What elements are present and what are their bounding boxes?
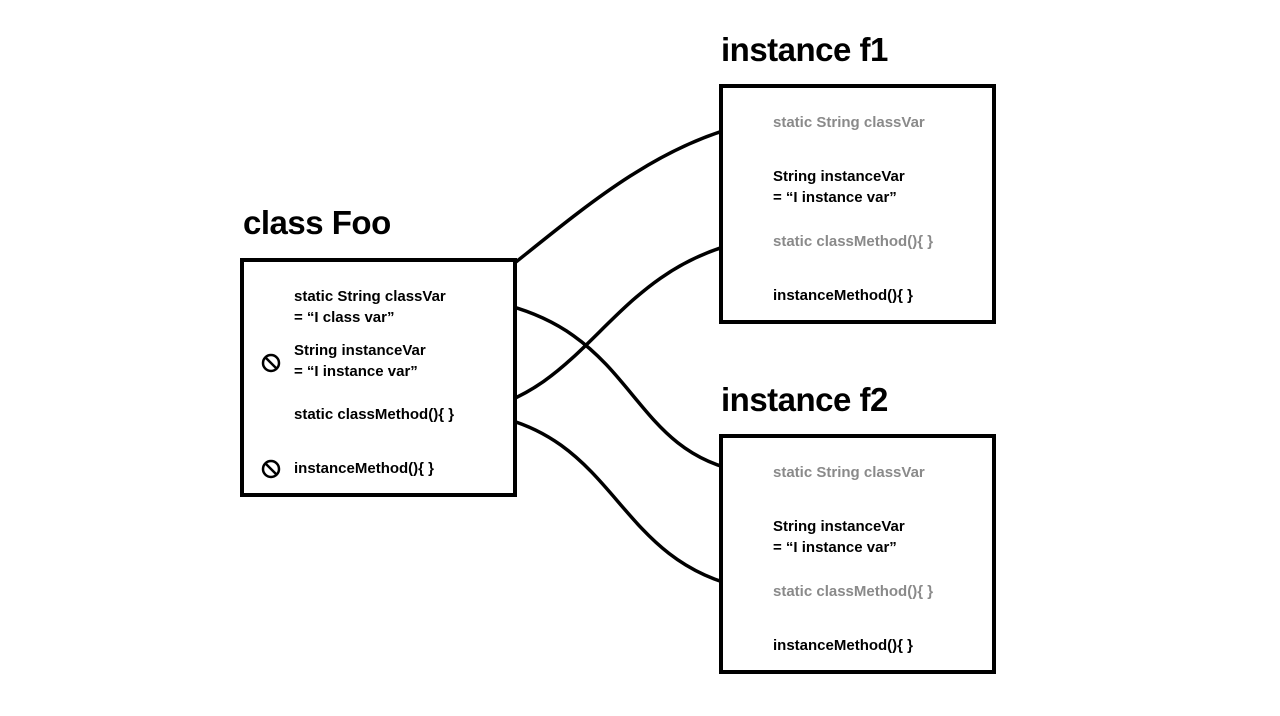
no-entry-icon <box>261 459 281 479</box>
instance-f1-instancevar: String instanceVar = “I instance var” <box>773 166 905 208</box>
field-value: = “I instance var” <box>773 539 897 556</box>
method-declaration: static classMethod(){ } <box>773 233 934 250</box>
instance-f2-title: instance f2 <box>721 381 888 418</box>
instance-f2-classmethod: static classMethod(){ } <box>773 581 933 602</box>
field-value: = “I instance var” <box>294 363 418 380</box>
field-declaration: String instanceVar <box>294 342 426 359</box>
method-declaration: static classMethod(){ } <box>294 406 455 423</box>
instance-f1-box: static String classVar String instanceVa… <box>719 84 996 324</box>
class-foo-classvar: static String classVar = “I class var” <box>294 286 446 328</box>
class-foo-classmethod: static classMethod(){ } <box>294 404 454 425</box>
class-foo-title: class Foo <box>243 204 391 241</box>
field-declaration: String instanceVar <box>773 168 905 185</box>
connector-f2-classvar <box>469 296 745 474</box>
method-declaration: static classMethod(){ } <box>773 583 934 600</box>
instance-f2-classvar: static String classVar <box>773 462 925 483</box>
instance-f1-title: instance f1 <box>721 31 888 68</box>
instance-f2-instancevar: String instanceVar = “I instance var” <box>773 516 905 558</box>
field-value: = “I instance var” <box>773 189 897 206</box>
instance-f1-instancemethod: instanceMethod(){ } <box>773 285 913 306</box>
instance-f2-instancemethod: instanceMethod(){ } <box>773 635 913 656</box>
instance-f2-box: static String classVar String instanceVa… <box>719 434 996 674</box>
instance-f1-classmethod: static classMethod(){ } <box>773 231 933 252</box>
connector-f2-classmethod <box>471 410 746 590</box>
method-declaration: instanceMethod(){ } <box>294 460 435 477</box>
method-declaration: instanceMethod(){ } <box>773 287 914 304</box>
class-foo-box: static String classVar = “I class var” S… <box>240 258 517 497</box>
field-value: = “I class var” <box>294 309 395 326</box>
field-declaration: static String classVar <box>773 464 925 481</box>
field-declaration: static String classVar <box>294 288 446 305</box>
no-entry-icon <box>261 353 281 373</box>
field-declaration: String instanceVar <box>773 518 905 535</box>
field-declaration: static String classVar <box>773 114 925 131</box>
class-foo-instancemethod: instanceMethod(){ } <box>294 458 434 479</box>
class-foo-instancevar: String instanceVar = “I instance var” <box>294 340 426 382</box>
instance-f1-classvar: static String classVar <box>773 112 925 133</box>
method-declaration: instanceMethod(){ } <box>773 637 914 654</box>
